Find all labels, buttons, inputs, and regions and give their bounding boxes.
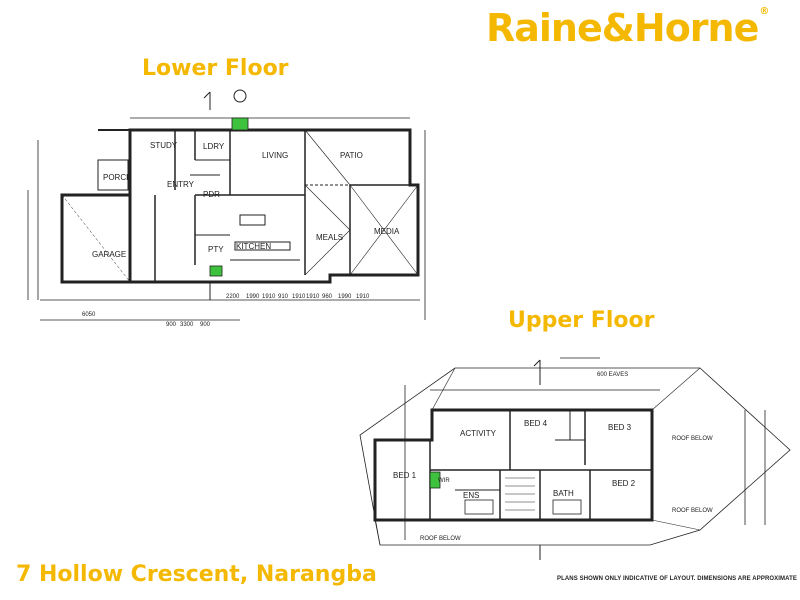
dimension-label: 1990 [338,294,352,300]
lower-floor-plan [27,89,426,321]
room-label-media: MEDIA [374,227,400,236]
registered-mark: ® [759,6,769,17]
highlight-marker [231,117,249,131]
room-label-patio: PATIO [340,151,363,160]
room-label-laundry: LDRY [203,142,225,151]
room-label-ensuite: ENS [463,491,479,500]
lower-floor-labels: STUDY LDRY LIVING PATIO PORCH ENTRY PDR … [92,141,400,259]
room-label-bed3: BED 3 [608,423,632,432]
upper-floor-labels: ACTIVITY BED 4 BED 3 BED 1 BED 2 ENS BAT… [393,419,636,500]
room-label-porch: PORCH [103,173,132,182]
room-label-kitchen: KITCHEN [236,242,271,251]
upper-floor-notes: 600 EAVES ROOF BELOW ROOF BELOW ROOF BEL… [420,372,713,542]
dimension-label: 1910 [292,294,306,300]
room-label-powder: PDR [203,190,220,199]
roof-below-note: ROOF BELOW [672,508,713,514]
highlight-marker [209,265,223,277]
disclaimer-text: PLANS SHOWN ONLY INDICATIVE OF LAYOUT. D… [557,576,797,582]
dimension-label: 1910 [262,294,276,300]
eaves-note: 600 EAVES [597,372,628,378]
lower-floor-title: Lower Floor [142,56,289,81]
roof-below-note: ROOF BELOW [672,436,713,442]
room-label-entry: ENTRY [167,180,195,189]
upper-floor-plan [359,357,791,560]
room-label-living: LIVING [262,151,288,160]
brand-logo: Raine&Horne® [486,6,769,50]
brand-name: Raine&Horne [486,6,759,50]
dimension-label: 6050 [82,312,96,318]
dimension-label: 960 [322,294,333,300]
dimension-label: 2200 [226,294,240,300]
room-label-meals: MEALS [316,233,343,242]
room-label-wir: WIR [438,478,450,484]
room-label-activity: ACTIVITY [460,429,497,438]
upper-floor-title: Upper Floor [508,308,655,333]
roof-below-note: ROOF BELOW [420,536,461,542]
room-label-bath: BATH [553,489,574,498]
dimension-label: 910 [278,294,289,300]
dimension-label: 1910 [306,294,320,300]
dimension-label: 1990 [246,294,260,300]
highlight-marker [429,471,441,489]
property-address: 7 Hollow Crescent, Narangba [16,562,377,587]
room-label-bed2: BED 2 [612,479,636,488]
room-label-study: STUDY [150,141,178,150]
dimension-label: 900 [200,322,211,328]
room-label-bed4: BED 4 [524,419,548,428]
dimension-label: 1910 [356,294,370,300]
dimension-label: 900 [166,322,177,328]
room-label-garage: GARAGE [92,250,126,259]
room-label-bed1: BED 1 [393,471,417,480]
room-label-pantry: PTY [208,245,224,254]
lower-floor-dimensions: 6050 900 3300 900 2200 1990 1910 910 191… [82,294,370,328]
dimension-label: 3300 [180,322,194,328]
